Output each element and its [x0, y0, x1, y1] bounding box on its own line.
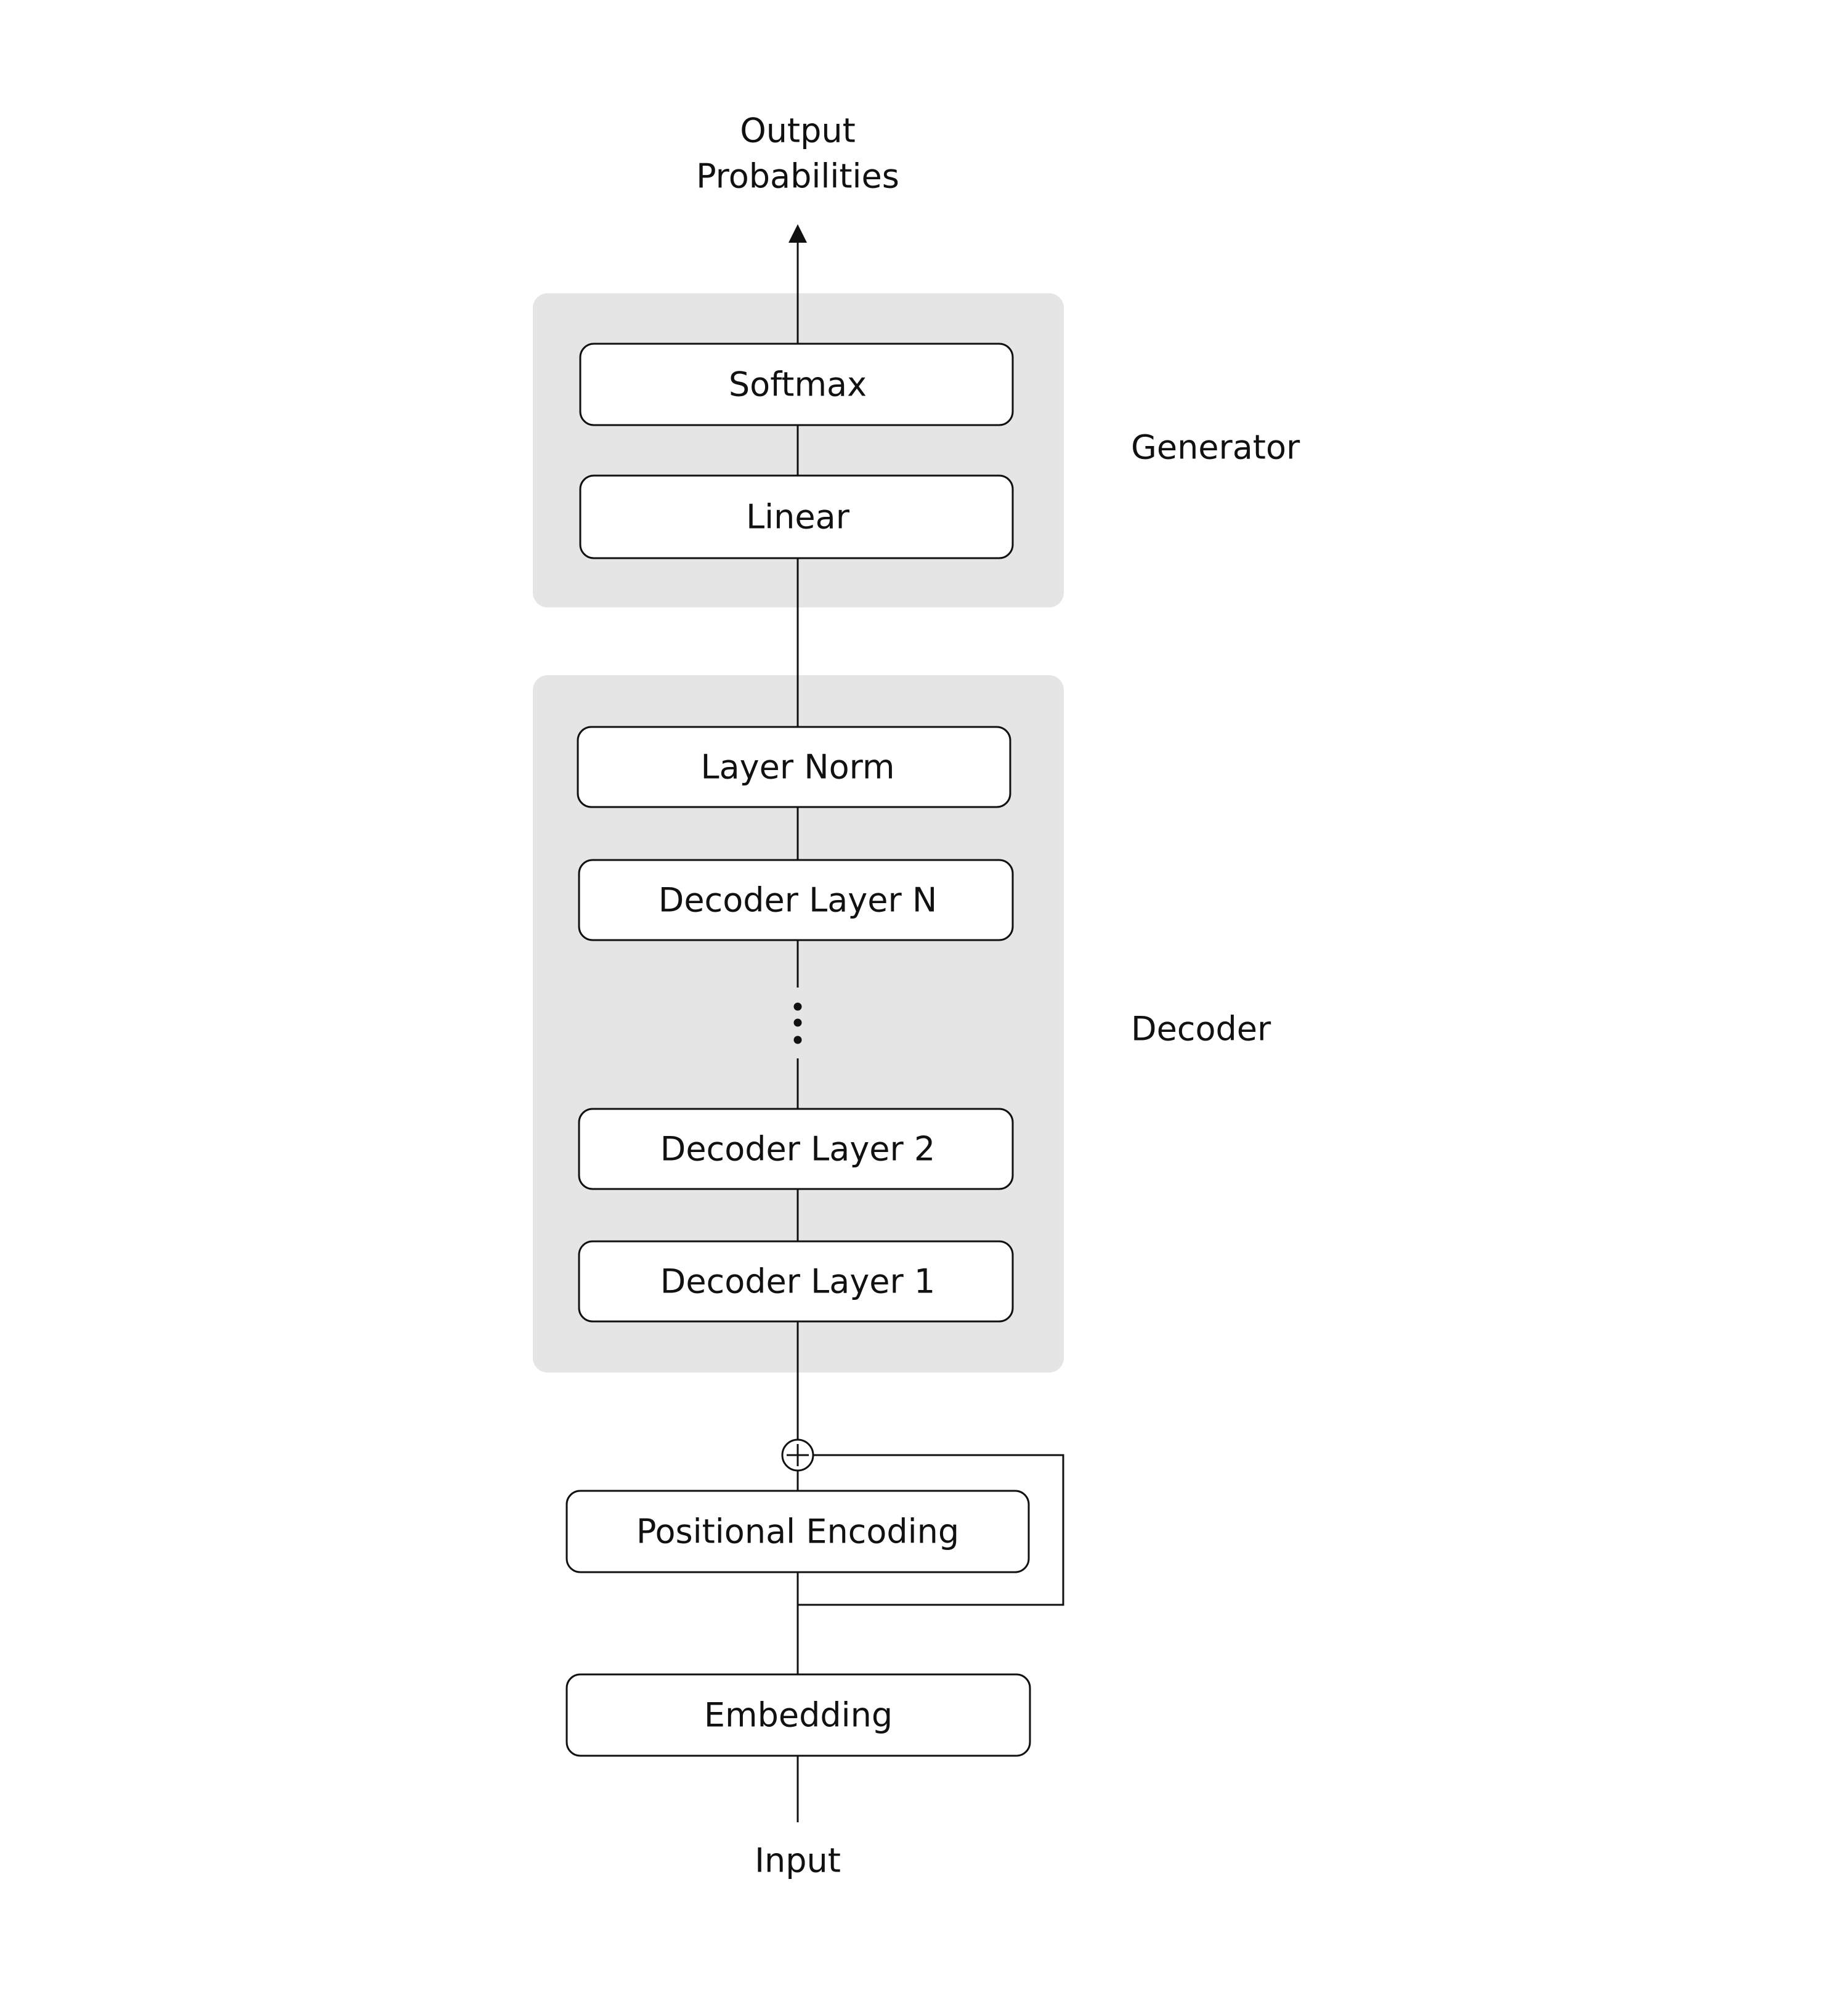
embedding-block [565, 1673, 1031, 1757]
output-label-line-2: Probabilities [696, 157, 899, 196]
decoder-layer-1-label: Decoder Layer 1 [660, 1262, 935, 1301]
softmax-block [579, 343, 1014, 426]
decoder-layer-2-block [578, 1108, 1014, 1190]
linear-block [579, 474, 1014, 559]
add-operation-icon [781, 1438, 814, 1472]
decoder-layer-n-block [578, 859, 1014, 941]
layer-norm-label: Layer Norm [700, 748, 894, 787]
residual-bypass-line [798, 1454, 1064, 1606]
connectors [796, 239, 1064, 1822]
output-arrow-icon [788, 224, 807, 243]
positional-encoding-block [565, 1490, 1030, 1573]
decoder-layer-n-label: Decoder Layer N [659, 881, 938, 920]
ellipsis-icon [793, 1002, 802, 1044]
linear-label: Linear [746, 498, 850, 537]
output-label-line-1: Output [740, 112, 856, 150]
generator-label: Generator [1131, 428, 1300, 467]
positional-encoding-label: Positional Encoding [636, 1512, 959, 1551]
decoder-layer-2-label: Decoder Layer 2 [660, 1130, 935, 1169]
layer-norm-block [577, 726, 1011, 808]
decoder-layer-1-block [578, 1240, 1014, 1323]
decoder-label: Decoder [1131, 1010, 1271, 1049]
input-label: Input [755, 1841, 841, 1880]
embedding-label: Embedding [704, 1696, 893, 1735]
softmax-label: Softmax [729, 365, 867, 404]
